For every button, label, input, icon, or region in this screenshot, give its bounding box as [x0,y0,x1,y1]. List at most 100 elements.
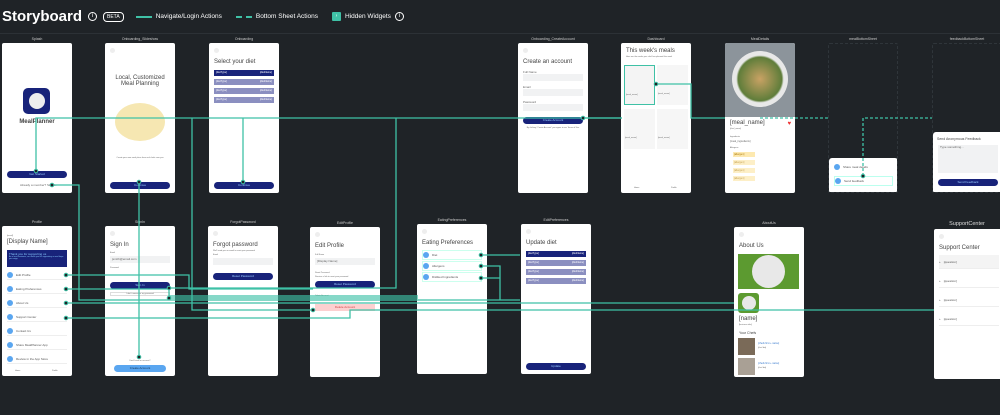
menu-review-app[interactable]: Review in the App Store [7,354,67,364]
meal-card[interactable]: [meal_name] [624,109,655,149]
menu-about-us[interactable]: About Us [7,298,67,308]
faq-item[interactable]: +[question] [939,255,999,269]
screen-about-us[interactable]: About Us [name] [business info] Your Che… [734,227,804,377]
screen-splash[interactable]: MealPlanner Get Started Already a member… [2,43,72,193]
email-input[interactable]: jsmith@email.com [110,256,170,263]
screen-support-center[interactable]: Support Center +[question] +[question] +… [934,229,1000,379]
chef-bio: [chef bio] [758,367,767,369]
share-meal-item[interactable]: Share meal details [834,162,893,172]
screen-onboarding-slideshow[interactable]: Local, Customized Meal Planning Create y… [105,43,175,193]
beta-badge: BETA [103,11,124,22]
back-icon[interactable] [523,48,528,53]
sign-in-button[interactable]: Sign In [110,282,170,289]
back-icon[interactable] [526,229,531,234]
chef-name-link[interactable]: [chefs first + name] [758,342,780,345]
diet-option[interactable]: [dietType][dietName] [214,97,274,103]
info-icon[interactable]: i [88,12,98,21]
screen-sign-in[interactable]: Sign In Email jsmith@email.com Password … [105,226,175,376]
screen-forgot-password[interactable]: Forgot password We'll send you an email … [208,226,278,376]
back-icon[interactable] [315,232,320,237]
meal-card[interactable]: [meal_name] [657,109,688,149]
screen-label: Onboarding_CreateAccount [531,37,575,41]
full-name-input[interactable]: [Display Name] [315,258,375,265]
screen-edit-profile[interactable]: Edit Profile Full Name [Display Name] Re… [310,227,380,377]
create-account-button[interactable]: Create Account [114,365,166,372]
screen-title: Create an account [523,59,573,65]
profile-email: [email] [7,235,13,237]
nav-home[interactable]: Home [634,187,640,189]
back-icon[interactable] [214,48,219,53]
continue-button[interactable]: Continue [214,182,274,189]
screen-create-account[interactable]: Create an account Full Name Email Passwo… [518,43,588,193]
send-feedback-item[interactable]: Send feedback [834,176,893,186]
menu-disliked-ingredients[interactable]: Disliked Ingredients [422,272,482,282]
screen-eating-preferences[interactable]: Eating Preferences Diet Allergens Dislik… [417,224,487,374]
diet-option[interactable]: [dietType][dietName] [214,79,274,85]
feedback-input[interactable]: Type something... [938,145,998,173]
hidden-widgets-toggle-icon[interactable]: › [332,12,342,21]
back-icon[interactable] [739,232,744,237]
meal-card[interactable]: [meal_name] [657,65,688,105]
create-account-button[interactable]: Create Account [523,117,583,124]
menu-allergens[interactable]: Allergens [422,261,482,271]
screen-profile[interactable]: [email] [Display Name] Thank you for sup… [2,226,72,376]
diet-option[interactable]: [dietType][dietName] [526,251,586,257]
heart-icon[interactable]: ♥ [787,121,791,127]
back-icon[interactable] [110,48,115,53]
business-name: [name] [739,316,758,322]
slide-illustration [115,103,165,141]
screen-edit-preferences[interactable]: Update diet [dietType][dietName] [dietTy… [521,224,591,374]
menu-eating-preferences[interactable]: Eating Preferences [7,284,67,294]
nav-profile[interactable]: Profile [671,187,677,189]
faq-item[interactable]: +[question] [939,293,999,307]
continue-button[interactable]: Continue [110,182,170,189]
delete-account-button[interactable]: Delete Account [315,304,375,311]
update-button[interactable]: Update [526,363,586,370]
menu-support-center[interactable]: Support Center [7,312,67,322]
menu-edit-profile[interactable]: Edit Profile [7,270,67,280]
faq-item[interactable]: +[question] [939,312,999,326]
screen-meal-details[interactable]: [meal_name] ♥ [chef_name] Ingredients [m… [725,43,795,193]
screen-title: Support Center [939,245,980,251]
info-icon[interactable]: i [394,12,404,21]
forgot-password-button[interactable]: I don't remember my password [110,292,170,296]
faq-item[interactable]: +[question] [939,274,999,288]
menu-share-app[interactable]: Share MealPlanner App [7,340,67,350]
screen-label: ForgotPassword [230,220,256,224]
solid-line-icon [135,15,152,18]
email-input[interactable] [523,89,583,96]
nav-home[interactable]: Home [15,370,21,372]
reset-password-button[interactable]: Reset Password [315,281,375,288]
screen-subtitle: Here are the meals your chef has planned… [626,56,673,58]
meal-card[interactable]: [meal_name] [624,65,655,105]
back-icon[interactable] [213,231,218,236]
send-feedback-button[interactable]: Send Feedback [938,179,998,186]
diet-option[interactable]: [dietType][dietName] [526,260,586,266]
screen-onboarding[interactable]: Select your diet [dietType][dietName] [d… [209,43,279,193]
diet-option[interactable]: [dietType][dietName] [214,70,274,76]
full-name-input[interactable] [523,74,583,81]
diet-option[interactable]: [dietType][dietName] [526,278,586,284]
diet-option[interactable]: [dietType][dietName] [214,88,274,94]
dashed-line-icon [235,15,252,18]
screen-feedback-bottom-sheet: Send Anonymous Feedback Type something..… [932,43,1000,193]
screen-label: feedbackBottomSheet [949,37,985,41]
email-input[interactable] [213,258,273,265]
password-input[interactable] [523,104,583,111]
back-icon[interactable] [422,229,427,234]
menu-contact-us[interactable]: Contact Us [7,326,67,336]
nav-profile[interactable]: Profile [52,370,58,372]
legend-label: Bottom Sheet Actions [255,13,319,20]
get-started-button[interactable]: Get Started [7,171,67,178]
back-icon[interactable] [939,234,944,239]
sign-in-link[interactable]: Already a member? Sign In [20,183,57,187]
reset-password-button[interactable]: Reset Password [213,273,273,280]
screen-subtitle: We'll send you an email to reset your pa… [213,250,255,252]
diet-option[interactable]: [dietType][dietName] [526,269,586,275]
menu-diet[interactable]: Diet [422,250,482,260]
back-icon[interactable] [110,231,115,236]
terms-link[interactable]: By clicking "Create Account" you agree t… [526,127,580,129]
screen-dashboard[interactable]: This week's meals Here are the meals you… [621,43,691,193]
chef-name-link[interactable]: [chefs first + name] [758,362,780,365]
